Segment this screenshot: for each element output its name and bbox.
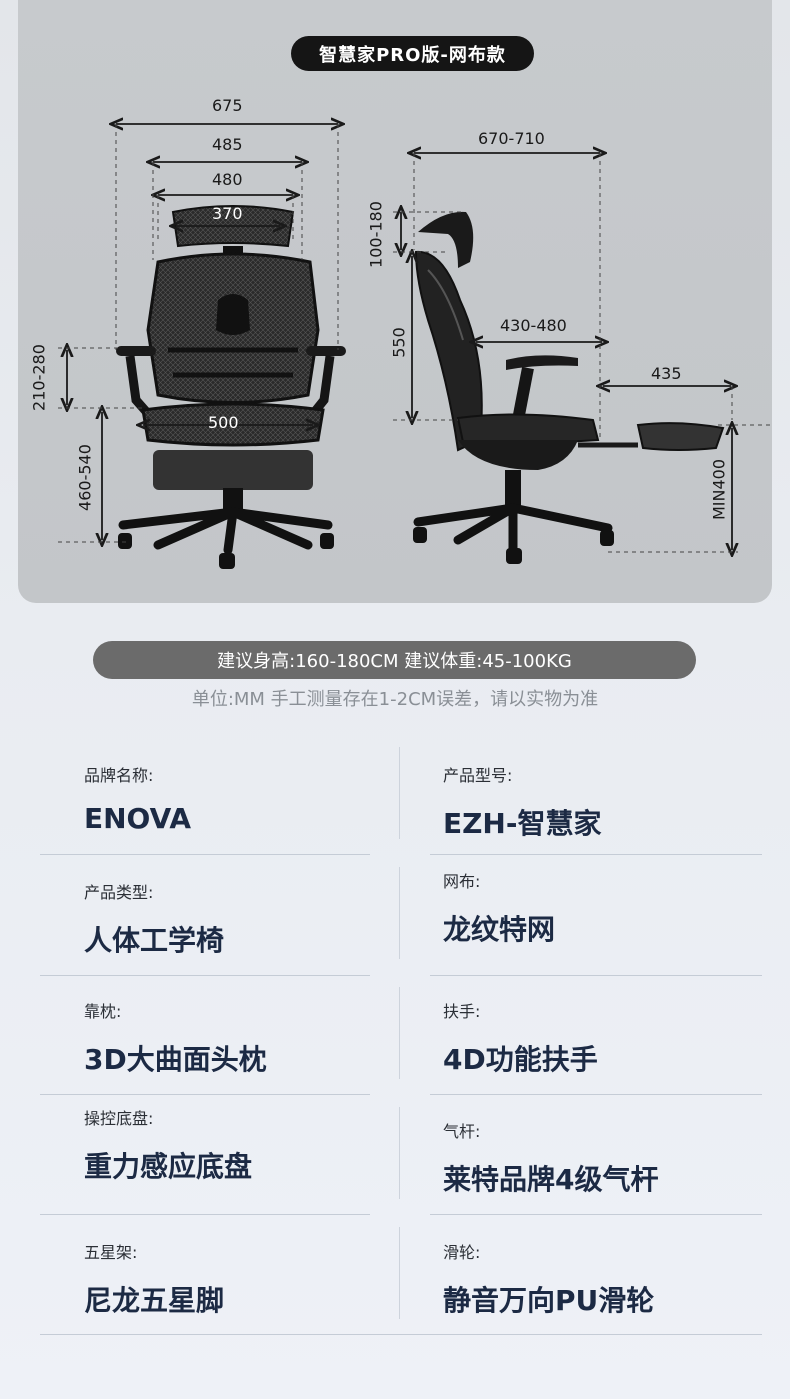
side-view-chair — [413, 211, 725, 564]
spec-gas-lift: 气杆: 莱特品牌4级气杆 — [443, 1118, 658, 1198]
dim-inner-width: 480 — [212, 170, 243, 189]
measurement-note: 单位:MM 手工测量存在1-2CM误差，请以实物为准 — [191, 689, 599, 710]
spec-label: 网布: — [443, 872, 481, 891]
dim-back-height: 550 — [389, 327, 409, 358]
spec-value: 重力感应底盘 — [84, 1150, 253, 1183]
dim-overall-width: 675 — [212, 96, 243, 115]
chair-dimension-diagram — [58, 0, 770, 569]
spec-value: 4D功能扶手 — [443, 1043, 598, 1076]
dim-side-depth: 670-710 — [478, 129, 545, 148]
spec-model: 产品型号: EZH-智慧家 — [443, 762, 602, 842]
spec-base: 五星架: 尼龙五星脚 — [84, 1239, 224, 1319]
dim-seat-height: 460-540 — [75, 444, 95, 511]
spec-value: 3D大曲面头枕 — [84, 1043, 267, 1076]
spec-label: 扶手: — [443, 1002, 481, 1021]
product-title-badge: 智慧家PRO版-网布款 — [291, 36, 534, 71]
spec-value: ENOVA — [84, 802, 192, 835]
spec-value: 人体工学椅 — [84, 924, 225, 957]
dim-headrest-width: 370 — [212, 204, 243, 223]
spec-label: 气杆: — [443, 1122, 481, 1141]
dim-footrest-height: MIN400 — [709, 458, 729, 521]
product-diagram-panel: 智慧家PRO版-网布款 — [18, 0, 772, 603]
dim-armrest-height: 210-280 — [29, 344, 49, 411]
spec-label: 五星架: — [84, 1243, 138, 1262]
spec-value: EZH-智慧家 — [443, 807, 602, 840]
spec-brand: 品牌名称: ENOVA — [84, 762, 191, 835]
spec-label: 滑轮: — [443, 1243, 481, 1262]
dim-footrest-length: 435 — [651, 364, 682, 383]
dim-back-width: 485 — [212, 135, 243, 154]
dim-seat-width: 500 — [208, 413, 239, 432]
front-view-chair — [116, 205, 346, 569]
spec-label: 靠枕: — [84, 1002, 122, 1021]
spec-armrest: 扶手: 4D功能扶手 — [443, 998, 598, 1078]
spec-value: 尼龙五星脚 — [84, 1284, 225, 1317]
spec-type: 产品类型: 人体工学椅 — [84, 879, 224, 959]
spec-label: 产品型号: — [443, 766, 513, 785]
spec-mesh: 网布: 龙纹特网 — [443, 868, 555, 948]
spec-label: 产品类型: — [84, 883, 154, 902]
spec-value: 龙纹特网 — [443, 913, 556, 946]
spec-headrest: 靠枕: 3D大曲面头枕 — [84, 998, 267, 1078]
spec-label: 操控底盘: — [84, 1109, 154, 1128]
dim-seat-depth: 430-480 — [500, 316, 567, 335]
spec-value: 莱特品牌4级气杆 — [443, 1163, 659, 1196]
spec-chassis: 操控底盘: 重力感应底盘 — [84, 1105, 252, 1185]
dim-headrest-adjust: 100-180 — [366, 201, 386, 268]
spec-value: 静音万向PU滑轮 — [443, 1284, 655, 1317]
recommended-size-bar: 建议身高:160-180CM 建议体重:45-100KG — [93, 641, 696, 679]
spec-casters: 滑轮: 静音万向PU滑轮 — [443, 1239, 654, 1319]
spec-label: 品牌名称: — [84, 766, 154, 785]
